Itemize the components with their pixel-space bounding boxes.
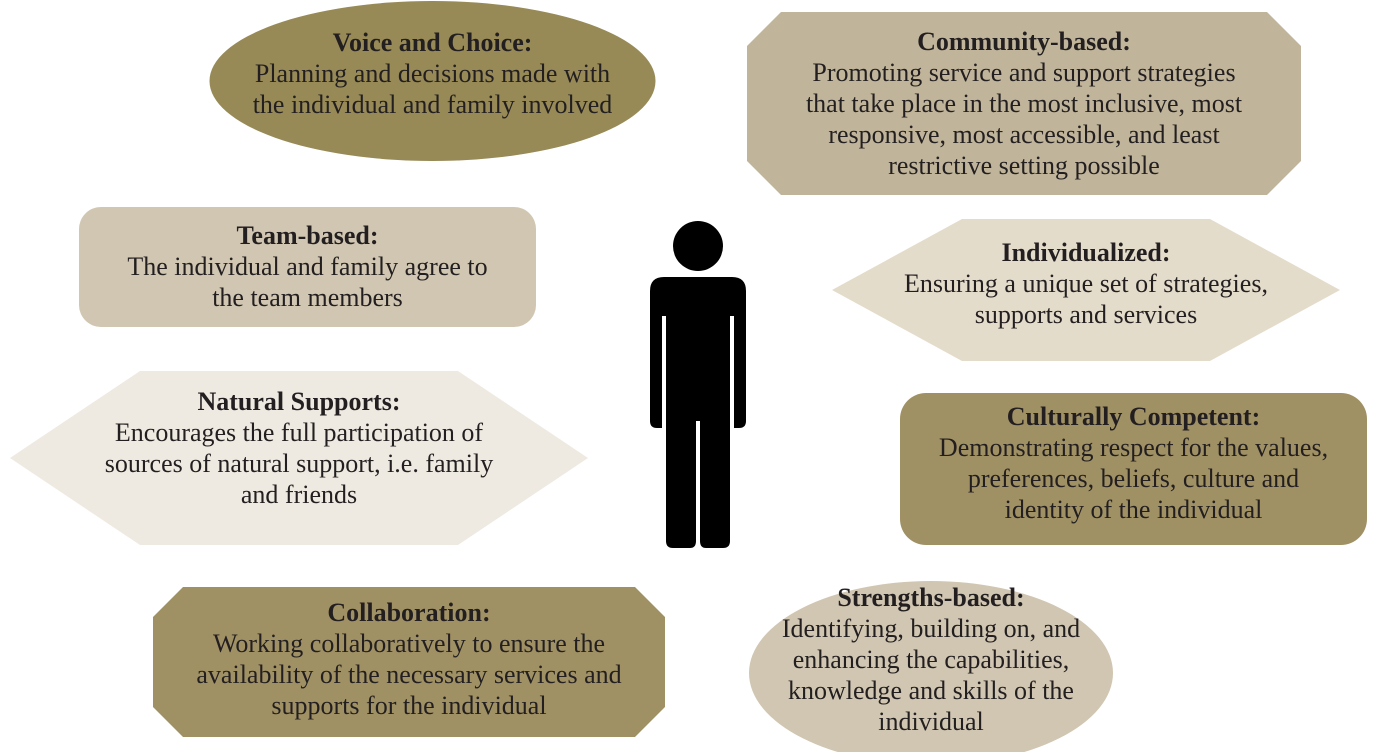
principle-description: Identifying, building on, and enhancing …	[781, 614, 1081, 736]
principle-title: Community-based:	[917, 27, 1131, 56]
principle-description: Demonstrating respect for the values, pr…	[938, 433, 1329, 524]
person-icon	[650, 221, 746, 548]
principle-title: Team-based:	[236, 221, 379, 250]
strengths-based-principle: Strengths-based: Identifying, building o…	[748, 581, 1114, 752]
community-based-principle: Community-based: Promoting service and s…	[747, 12, 1301, 195]
ellipse-shape	[209, 1, 656, 161]
hexagon-shape	[10, 371, 588, 545]
principle-title: Strengths-based:	[837, 583, 1025, 612]
voice-and-choice-principle: Voice and Choice: Planning and decisions…	[209, 0, 656, 162]
rounded-rectangle-shape	[900, 393, 1367, 545]
principle-title: Culturally Competent:	[1006, 402, 1261, 431]
collaboration-principle: Collaboration: Working collaboratively t…	[153, 587, 665, 737]
ellipse-shape	[749, 581, 1113, 752]
team-based-principle: Team-based: The individual and family ag…	[79, 207, 536, 327]
principle-description: Promoting service and support strategies…	[805, 58, 1243, 180]
individualized-principle: Individualized: Ensuring a unique set of…	[832, 219, 1340, 361]
principle-description: Planning and decisions made with the ind…	[252, 59, 613, 119]
principle-title: Individualized:	[1001, 238, 1171, 267]
culturally-competent-principle: Culturally Competent: Demonstrating resp…	[900, 393, 1367, 545]
principle-title: Natural Supports:	[197, 387, 401, 416]
hexagon-shape	[832, 219, 1340, 361]
rounded-rectangle-shape	[79, 207, 536, 327]
principle-description: Working collaboratively to ensure the av…	[196, 629, 622, 720]
principle-description: The individual and family agree to the t…	[127, 252, 488, 312]
principle-description: Ensuring a unique set of strategies, sup…	[904, 269, 1268, 329]
natural-supports-principle: Natural Supports: Encourages the full pa…	[10, 371, 588, 545]
principle-title: Voice and Choice:	[332, 28, 533, 57]
octagon-shape	[747, 12, 1301, 195]
octagon-shape	[153, 587, 665, 737]
principle-description: Encourages the full participation of sou…	[104, 418, 494, 509]
principle-title: Collaboration:	[327, 598, 491, 627]
